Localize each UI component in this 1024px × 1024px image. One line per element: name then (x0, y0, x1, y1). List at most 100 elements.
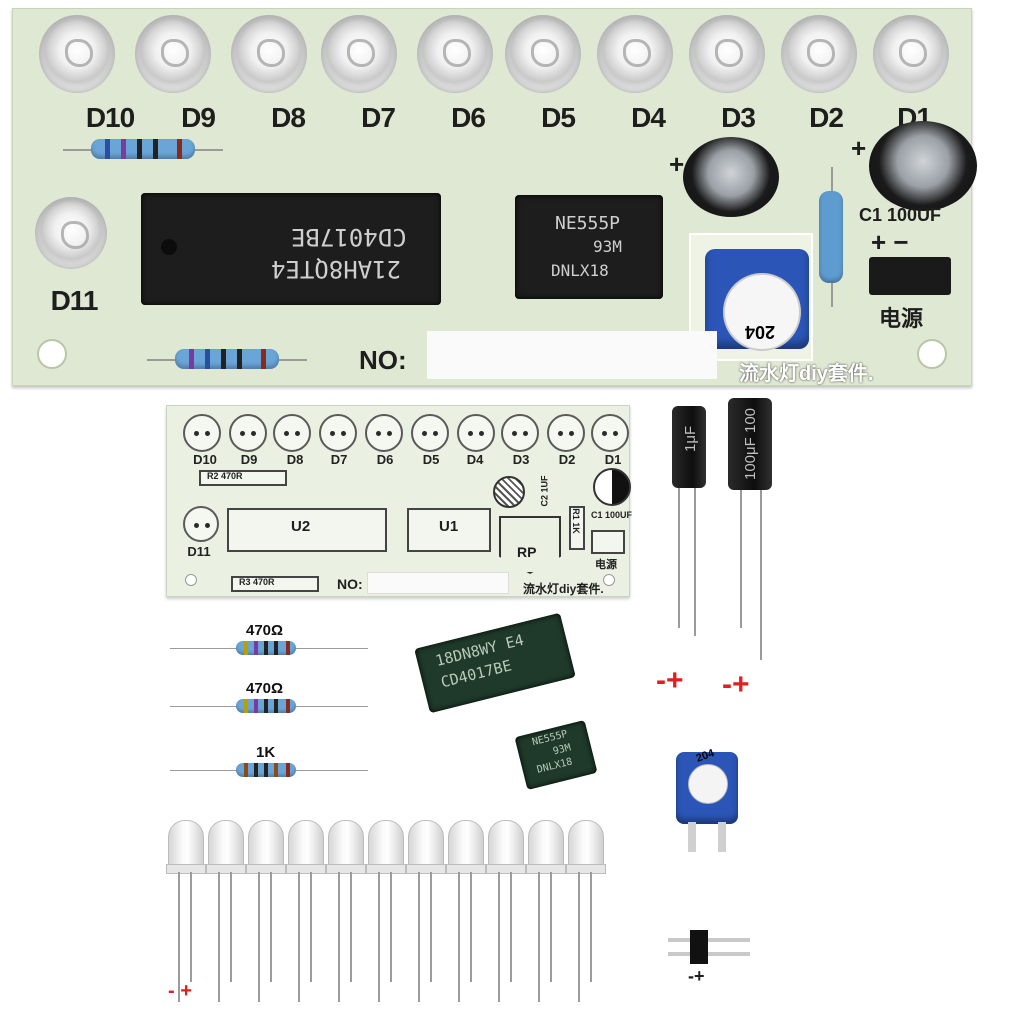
label-d2: D2 (809, 102, 844, 133)
pcb-r2-label: R2 470R (207, 471, 243, 481)
ic-timer-loose-line3: DNLX18 (535, 756, 574, 776)
potentiometer: 204 (705, 249, 809, 351)
pcb-label-d4: D4 (466, 452, 484, 467)
pad-d7 (319, 414, 357, 452)
pcb-c2-pad (493, 476, 525, 508)
cap-1uf-lead (694, 488, 696, 636)
pcb-r3-outline (231, 576, 319, 592)
ic-timer-loose-line2: 93M (551, 742, 573, 758)
pad-d6 (365, 414, 403, 452)
resistor-r1 (819, 191, 843, 283)
label-d3: D3 (721, 102, 756, 133)
no-label: NO: (359, 345, 407, 375)
label-d7: D7 (361, 102, 396, 133)
resistor-3-label: 1K (256, 744, 276, 761)
pcb-rp-outline (499, 516, 561, 574)
mount-hole (37, 339, 67, 369)
resistor-2-label: 470Ω (246, 680, 284, 697)
pot-loose-code: 204 (694, 747, 716, 765)
pot-loose-knob (688, 764, 728, 804)
cap-100uf-lead (760, 490, 762, 660)
cap-c1-plus: + (851, 133, 867, 163)
pcb-label-d2: D2 (558, 452, 576, 467)
pcb-c1-pad (593, 468, 631, 506)
pad-d3 (501, 414, 539, 452)
ic-cd4017: CD4017BE 21AH8QTE4 (141, 193, 441, 305)
pad-d5 (411, 414, 449, 452)
pot-pin (718, 822, 726, 852)
pcb-u2-label: U2 (291, 518, 311, 535)
pcb-power-label: 电源 (595, 559, 617, 571)
pcb-r1-outline (569, 506, 585, 550)
pad-d10 (183, 414, 221, 452)
pcb-r3-label: R3 470R (239, 577, 275, 587)
label-d10: D10 (85, 102, 135, 133)
pcb-label-d7: D7 (330, 452, 348, 467)
power-header (869, 257, 951, 295)
pcb-label-d11: D11 (187, 544, 211, 559)
label-d5: D5 (541, 102, 576, 133)
led-d5 (505, 15, 581, 93)
pcb-label-d8: D8 (286, 452, 304, 467)
ic-ne555-loose: NE555P 93M DNLX18 (514, 720, 598, 790)
pcb-mount-hole (603, 574, 615, 586)
kit-title: 流水灯diy套件. (739, 363, 874, 385)
pcb-kit-title: 流水灯diy套件. (523, 582, 604, 596)
cap-1uf-lead (678, 488, 680, 628)
pin-header (690, 930, 708, 964)
label-d8: D8 (271, 102, 306, 133)
resistor-1 (236, 641, 296, 655)
label-d9: D9 (181, 102, 216, 133)
pcb-serial-box (367, 572, 509, 594)
cap-100uf-lead (740, 490, 742, 628)
resistor-1-label: 470Ω (246, 622, 284, 639)
cap-1uf-polarity: -+ (656, 664, 684, 697)
pad-d1 (591, 414, 629, 452)
led-d3 (689, 15, 765, 93)
resistor-3 (236, 763, 296, 777)
ic-cd4017-loose: 18DN8WY E4 CD4017BE (414, 612, 576, 714)
ic-timer-line2: 93M (593, 237, 622, 256)
led-d1 (873, 15, 949, 93)
pad-d8 (273, 414, 311, 452)
pcb-mount-hole (185, 574, 197, 586)
led-d4 (597, 15, 673, 93)
led-d11 (35, 197, 107, 269)
serial-number-box (427, 331, 717, 379)
cap-c2-plus: + (669, 149, 685, 179)
header-polarity: -+ (688, 966, 705, 986)
led-d7 (321, 15, 397, 93)
resistor-2 (236, 699, 296, 713)
pcb-r1-label: R1 1K (570, 508, 581, 534)
led-d9 (135, 15, 211, 93)
pcb-label-d9: D9 (240, 452, 258, 467)
pcb-label-d10: D10 (193, 452, 217, 467)
led-d6 (417, 15, 493, 93)
capacitor-c1 (869, 121, 977, 211)
ic-main-line2: 21AH8QTE4 (271, 255, 402, 283)
capacitor-100uf-text: 100μF 100 (742, 407, 759, 480)
pcb-u1-label: U1 (439, 518, 459, 535)
pcb-label-d6: D6 (376, 452, 394, 467)
power-polarity: + − (871, 227, 909, 257)
pcb-rp-label: RP (517, 544, 537, 560)
potentiometer-loose: 204 (676, 747, 738, 824)
led-d8 (231, 15, 307, 93)
pcb-u2-outline (227, 508, 387, 552)
mount-hole (917, 339, 947, 369)
pad-d9 (229, 414, 267, 452)
led-d10 (39, 15, 115, 93)
pot-knob (723, 273, 801, 351)
cap-100uf-polarity: -+ (722, 668, 750, 701)
ic-timer-line3: DNLX18 (551, 261, 609, 280)
header-pin (668, 952, 750, 956)
pot-pin (688, 822, 696, 852)
pad-d11 (183, 506, 219, 542)
power-label: 电源 (879, 306, 924, 331)
label-d6: D6 (451, 102, 486, 133)
ic-notch (161, 239, 177, 255)
pad-d4 (457, 414, 495, 452)
capacitor-1uf-text: 1μF (682, 425, 699, 452)
ic-main-line1: CD4017BE (291, 223, 407, 251)
ic-timer-line1: NE555P (555, 213, 621, 234)
